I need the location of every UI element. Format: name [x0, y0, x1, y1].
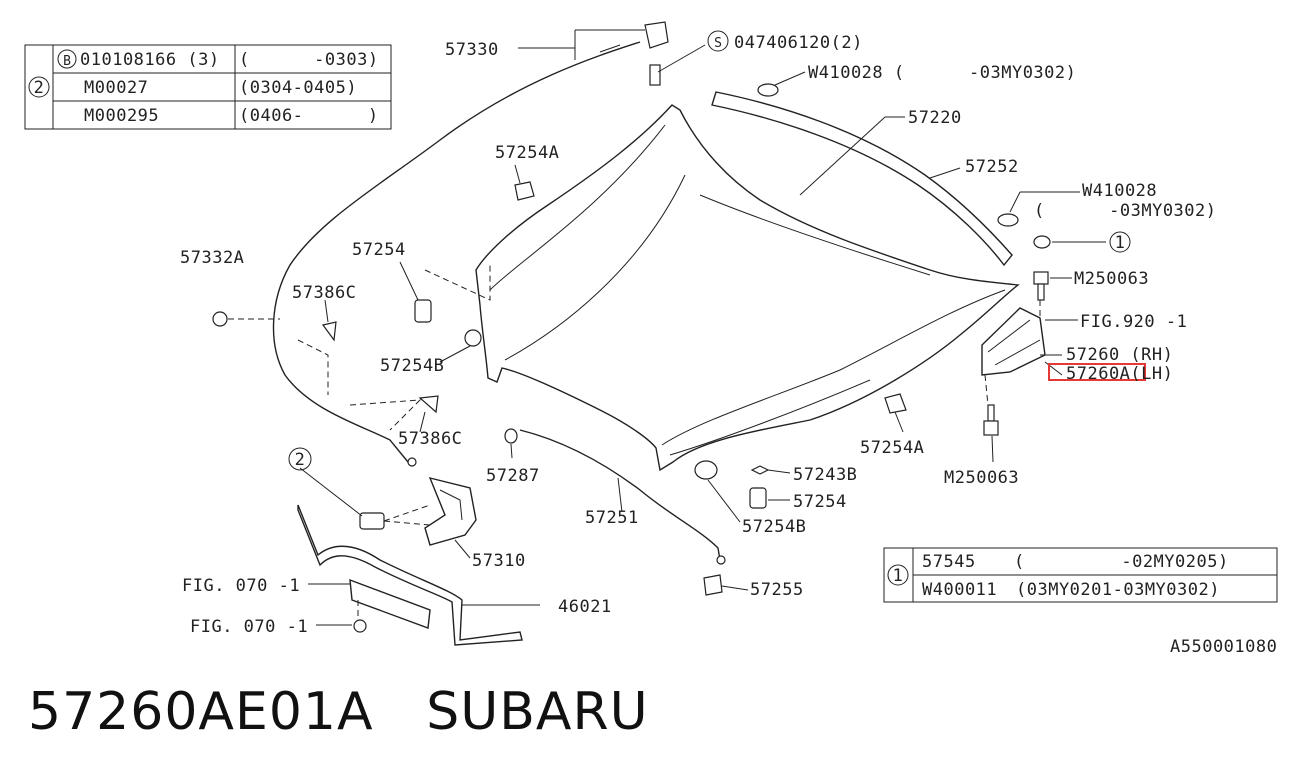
label-57330: 57330	[445, 40, 499, 60]
washer-57243b-icon	[750, 465, 770, 475]
label-57220: 57220	[908, 108, 962, 128]
footer-title: 57260AE01A SUBARU	[28, 682, 649, 742]
latch-bolt-icon	[359, 512, 385, 530]
ref-number-2: 2	[34, 78, 45, 98]
label-57254-left: 57254	[352, 240, 406, 260]
bumper-57254a-right-icon	[884, 393, 907, 414]
weatherstrip-57252	[711, 91, 1013, 267]
table2-row3-part: M000295	[84, 106, 159, 126]
label-57254a-right: 57254A	[860, 438, 924, 458]
diagram-id: A550001080	[1170, 637, 1277, 657]
label-fig920: FIG.920 -1	[1080, 312, 1187, 332]
table2-row1-range: ( -0303)	[239, 50, 379, 70]
clip-1-icon	[1033, 235, 1051, 249]
support-rod-57251	[519, 429, 721, 561]
clip-57255-icon	[703, 574, 723, 596]
bolt-m250063-top-icon	[1033, 271, 1049, 285]
screw-symbol-letter: S	[714, 36, 722, 51]
footer-brand: SUBARU	[426, 682, 649, 742]
callout-number-1: 1	[1115, 233, 1126, 253]
footer-part-number: 57260AE01A	[28, 682, 374, 742]
hood-stay-46021	[297, 504, 523, 646]
table1-row1-range: ( -02MY0205)	[1014, 552, 1229, 572]
bolt-symbol-letter: B	[63, 54, 71, 69]
ref-circle-1	[887, 564, 909, 586]
label-57243b: 57243B	[793, 465, 857, 485]
table1-row1-part: 57545	[922, 552, 976, 572]
reference-table-2: 2 B 010108166 (3) ( -0303) M00027 (0304-…	[24, 44, 392, 130]
hood-latch-57310	[424, 476, 477, 546]
label-fig070-top: FIG. 070 -1	[182, 576, 300, 596]
label-57332a: 57332A	[180, 248, 244, 268]
label-57255: 57255	[750, 580, 804, 600]
release-cable-57330	[272, 41, 641, 463]
bumper-57254b-left-icon	[464, 329, 482, 347]
label-57254a-top: 57254A	[495, 143, 559, 163]
label-fig070-bottom: FIG. 070 -1	[190, 617, 308, 637]
table1-row2-part: W400011	[922, 580, 997, 600]
grommet-57332a-icon	[212, 311, 228, 327]
label-w410028-right: W410028	[1082, 181, 1157, 201]
hood-hinge	[981, 307, 1046, 376]
table2-row2-part: M00027	[84, 78, 148, 98]
label-57254b-left: 57254B	[380, 356, 444, 376]
bumper-57254b-mid-icon	[694, 460, 718, 480]
label-57386c-bottom: 57386C	[398, 429, 462, 449]
callout-circle-2	[288, 447, 312, 471]
grommet-w410028-top-icon	[757, 83, 779, 97]
leader-lines	[299, 29, 1106, 626]
table2-row3-range: (0406- )	[239, 106, 379, 126]
label-57287: 57287	[486, 466, 540, 486]
ref-circle-2	[28, 76, 50, 98]
label-57254-mid: 57254	[793, 492, 847, 512]
label-57260a-lh: 57260A(LH)	[1066, 364, 1173, 384]
label-w410028-right-range: ( -03MY0302)	[1034, 201, 1217, 221]
table2-row1-part: 010108166 (3)	[80, 50, 220, 70]
clip-57386c-top-icon	[321, 321, 337, 342]
table2-row2-range: (0304-0405)	[239, 78, 357, 98]
bolt-icon	[353, 619, 367, 633]
table1-row2-range: (03MY0201-03MY0302)	[1016, 580, 1220, 600]
callout-circle-1	[1109, 231, 1131, 253]
ref-number-1: 1	[893, 566, 904, 586]
bolt-icon-top	[649, 64, 661, 86]
stay-bracket	[349, 578, 431, 629]
highlight-box	[1048, 363, 1146, 381]
hood-panel	[475, 104, 1020, 472]
bolt-m250063-bottom-icon	[987, 404, 995, 422]
screw-symbol-icon	[707, 30, 729, 52]
label-m250063-top: M250063	[1074, 269, 1149, 289]
label-047406120: 047406120(2)	[734, 33, 863, 53]
reference-table-1: 1 57545 ( -02MY0205) W400011 (03MY0201-0…	[883, 547, 1278, 603]
clip-57287-icon	[504, 428, 518, 444]
bolt-symbol-icon	[57, 49, 77, 69]
label-57386c-top: 57386C	[292, 283, 356, 303]
bumper-57254a-top-icon	[514, 181, 535, 201]
label-57251: 57251	[585, 508, 639, 528]
label-46021: 46021	[558, 597, 612, 617]
callout-number-2: 2	[295, 450, 306, 470]
bumper-57254-mid-icon	[749, 487, 767, 509]
label-57260-rh: 57260 (RH)	[1066, 345, 1173, 365]
label-57254b-mid: 57254B	[742, 517, 806, 537]
label-57310: 57310	[472, 551, 526, 571]
label-57252: 57252	[965, 157, 1019, 177]
label-w410028-top: W410028 ( -03MY0302)	[808, 63, 1076, 83]
clip-57386c-bottom-icon	[418, 395, 439, 414]
cable-clip-icon	[644, 21, 669, 49]
grommet-w410028-right-icon	[997, 213, 1019, 227]
bumper-57254-left-icon	[414, 299, 432, 323]
label-m250063-bottom: M250063	[944, 468, 1019, 488]
